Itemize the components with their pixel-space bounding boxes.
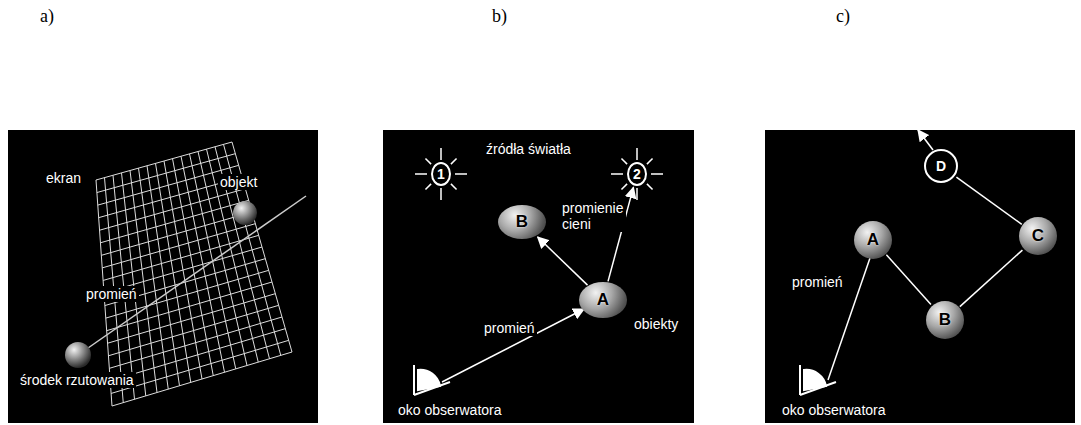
view-ray (442, 309, 584, 382)
stroke (112, 352, 292, 406)
stroke (108, 305, 278, 355)
node-letter: 2 (633, 165, 641, 183)
stroke (109, 317, 282, 368)
sphere-node: B (498, 205, 546, 239)
circle-node: 1 (431, 162, 451, 186)
circle-node: D (924, 149, 958, 183)
stroke (110, 329, 285, 381)
caption-label: objekt (218, 174, 259, 190)
stroke (102, 224, 255, 268)
caption-label: promień (482, 320, 537, 336)
stroke (451, 184, 457, 190)
stroke (647, 184, 653, 190)
sphere-node: A (854, 221, 892, 259)
stroke (455, 173, 467, 175)
projection-center (65, 342, 91, 368)
node-letter: A (597, 291, 609, 309)
circle-node: 2 (627, 162, 647, 186)
stroke (100, 189, 246, 231)
reflected-ray (918, 130, 933, 150)
stroke (96, 142, 232, 180)
caption-label: środek rzutowania (18, 372, 136, 388)
caption-label: promienie cieni (560, 200, 626, 232)
stroke (103, 235, 259, 280)
ray-connector (956, 177, 1021, 224)
stroke (636, 188, 638, 200)
node-letter: C (1032, 227, 1044, 245)
stroke (636, 148, 638, 160)
sphere-node: C (1019, 217, 1057, 255)
node-letter: 1 (437, 165, 445, 183)
stroke (440, 148, 442, 160)
panel-letter: a) (40, 6, 54, 27)
caption-label: ekran (44, 170, 83, 186)
stroke (425, 158, 431, 164)
stroke (440, 188, 442, 200)
sphere-node: A (579, 282, 627, 318)
stroke (651, 173, 663, 175)
caption-label: oko obserwatora (396, 402, 504, 418)
ray-connector (538, 237, 588, 285)
caption-label: źródła światła (484, 141, 573, 157)
node-letter: B (939, 311, 951, 329)
panel-letter: b) (492, 6, 507, 27)
panel-b (383, 130, 694, 423)
node-letter: B (516, 213, 528, 231)
stroke (97, 154, 235, 193)
panel-a (8, 130, 318, 423)
stroke (647, 158, 653, 164)
stroke (100, 200, 248, 242)
stroke (611, 173, 623, 175)
eye-symbol (800, 365, 836, 395)
ray-connector (960, 250, 1023, 307)
sphere-node: B (926, 301, 964, 339)
node-letter: A (867, 231, 879, 249)
stroke (621, 158, 627, 164)
caption-label: promień (790, 274, 845, 290)
caption-label: oko obserwatora (780, 402, 888, 418)
stroke (621, 184, 627, 190)
ray-line (78, 196, 306, 355)
panel-letter: c) (836, 6, 850, 27)
caption-label: obiekty (632, 316, 680, 332)
stroke (111, 340, 289, 393)
stroke (451, 158, 457, 164)
panel-c (765, 130, 1075, 423)
stroke (425, 184, 431, 190)
node-letter: D (936, 157, 946, 175)
object-sphere (233, 201, 257, 225)
stroke (415, 173, 427, 175)
caption-label: promień (84, 286, 139, 302)
ray-connector (886, 255, 931, 305)
